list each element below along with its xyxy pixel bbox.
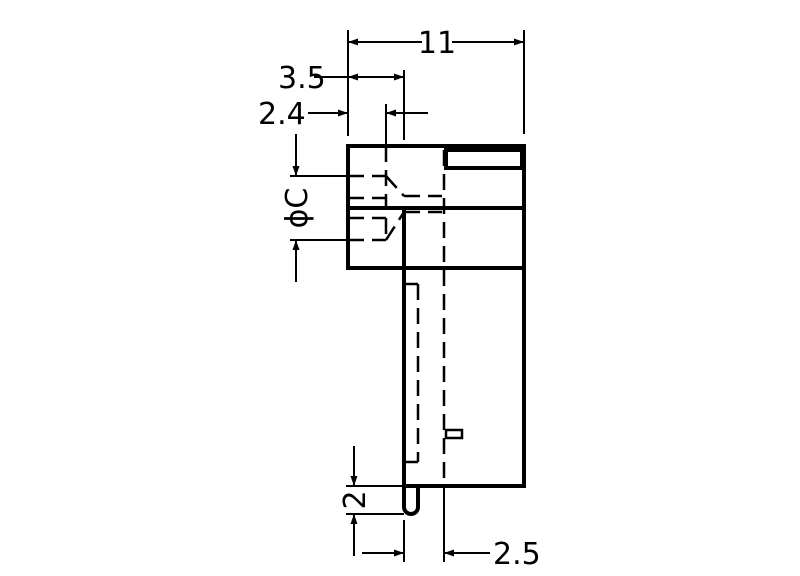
dimension-lines bbox=[290, 30, 525, 562]
dimension-labels: 11 3.5 2.4 ϕC 2 2.5 bbox=[258, 26, 541, 572]
small-tab bbox=[444, 428, 464, 440]
hidden-taper bbox=[385, 175, 405, 197]
label-pin-length: 2 bbox=[338, 490, 373, 509]
body-fill bbox=[406, 210, 522, 266]
label-3-5: 3.5 bbox=[278, 61, 326, 96]
hidden-lines bbox=[348, 146, 446, 480]
label-2-5: 2.5 bbox=[493, 537, 541, 572]
label-diameter-c: ϕC bbox=[280, 188, 315, 229]
latch bbox=[444, 148, 524, 170]
body-outline-redraw bbox=[348, 150, 524, 486]
label-11: 11 bbox=[418, 26, 456, 61]
label-2-4: 2.4 bbox=[258, 97, 306, 132]
hidden-taper bbox=[384, 211, 406, 241]
pin bbox=[402, 486, 420, 516]
